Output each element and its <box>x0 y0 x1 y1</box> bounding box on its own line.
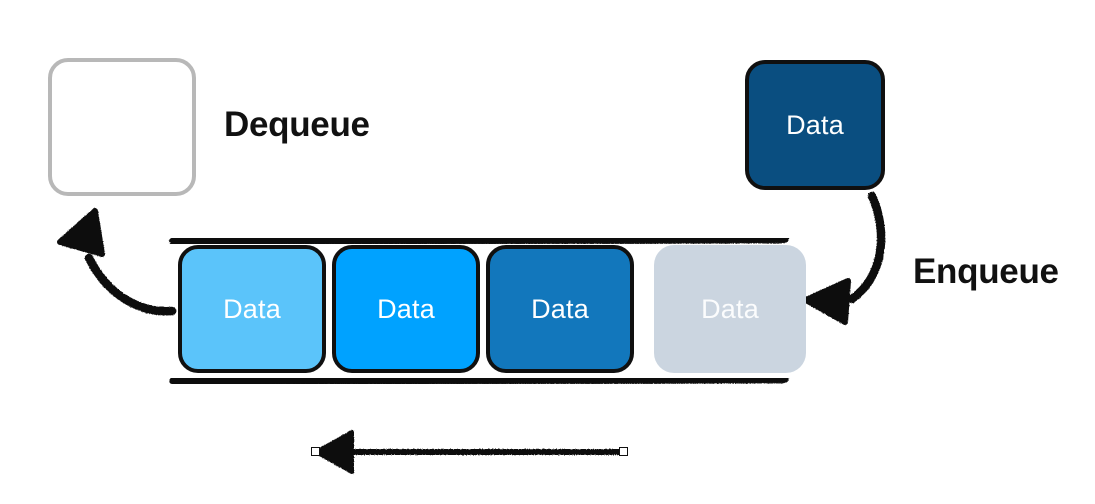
queue-top-rail <box>169 235 789 246</box>
queue-slot-3-label: Data <box>531 293 589 324</box>
incoming-data-label: Data <box>786 109 844 140</box>
queue-slot-1-label: Data <box>223 293 281 324</box>
flow-arrow-handle-start[interactable] <box>311 447 320 456</box>
flow-arrow-handle-end[interactable] <box>619 447 628 456</box>
incoming-data-node[interactable]: Data <box>745 60 885 190</box>
queue-slot-4[interactable]: Data <box>654 245 806 373</box>
queue-bottom-rail <box>169 375 789 386</box>
queue-slot-2-label: Data <box>377 293 435 324</box>
enqueue-arrow-icon <box>803 191 886 325</box>
dequeue-arrow-icon <box>57 208 177 316</box>
enqueue-label: Enqueue <box>913 252 1059 291</box>
dequeued-data-label: Data <box>93 111 151 142</box>
queue-slot-2[interactable]: Data <box>332 245 480 373</box>
flow-direction-arrow-icon <box>314 430 622 474</box>
dequeued-data-node[interactable]: Data <box>48 58 196 196</box>
queue-slot-3[interactable]: Data <box>486 245 634 373</box>
queue-slot-1[interactable]: Data <box>178 245 326 373</box>
dequeue-label: Dequeue <box>224 105 370 144</box>
queue-slot-4-label: Data <box>701 293 759 324</box>
